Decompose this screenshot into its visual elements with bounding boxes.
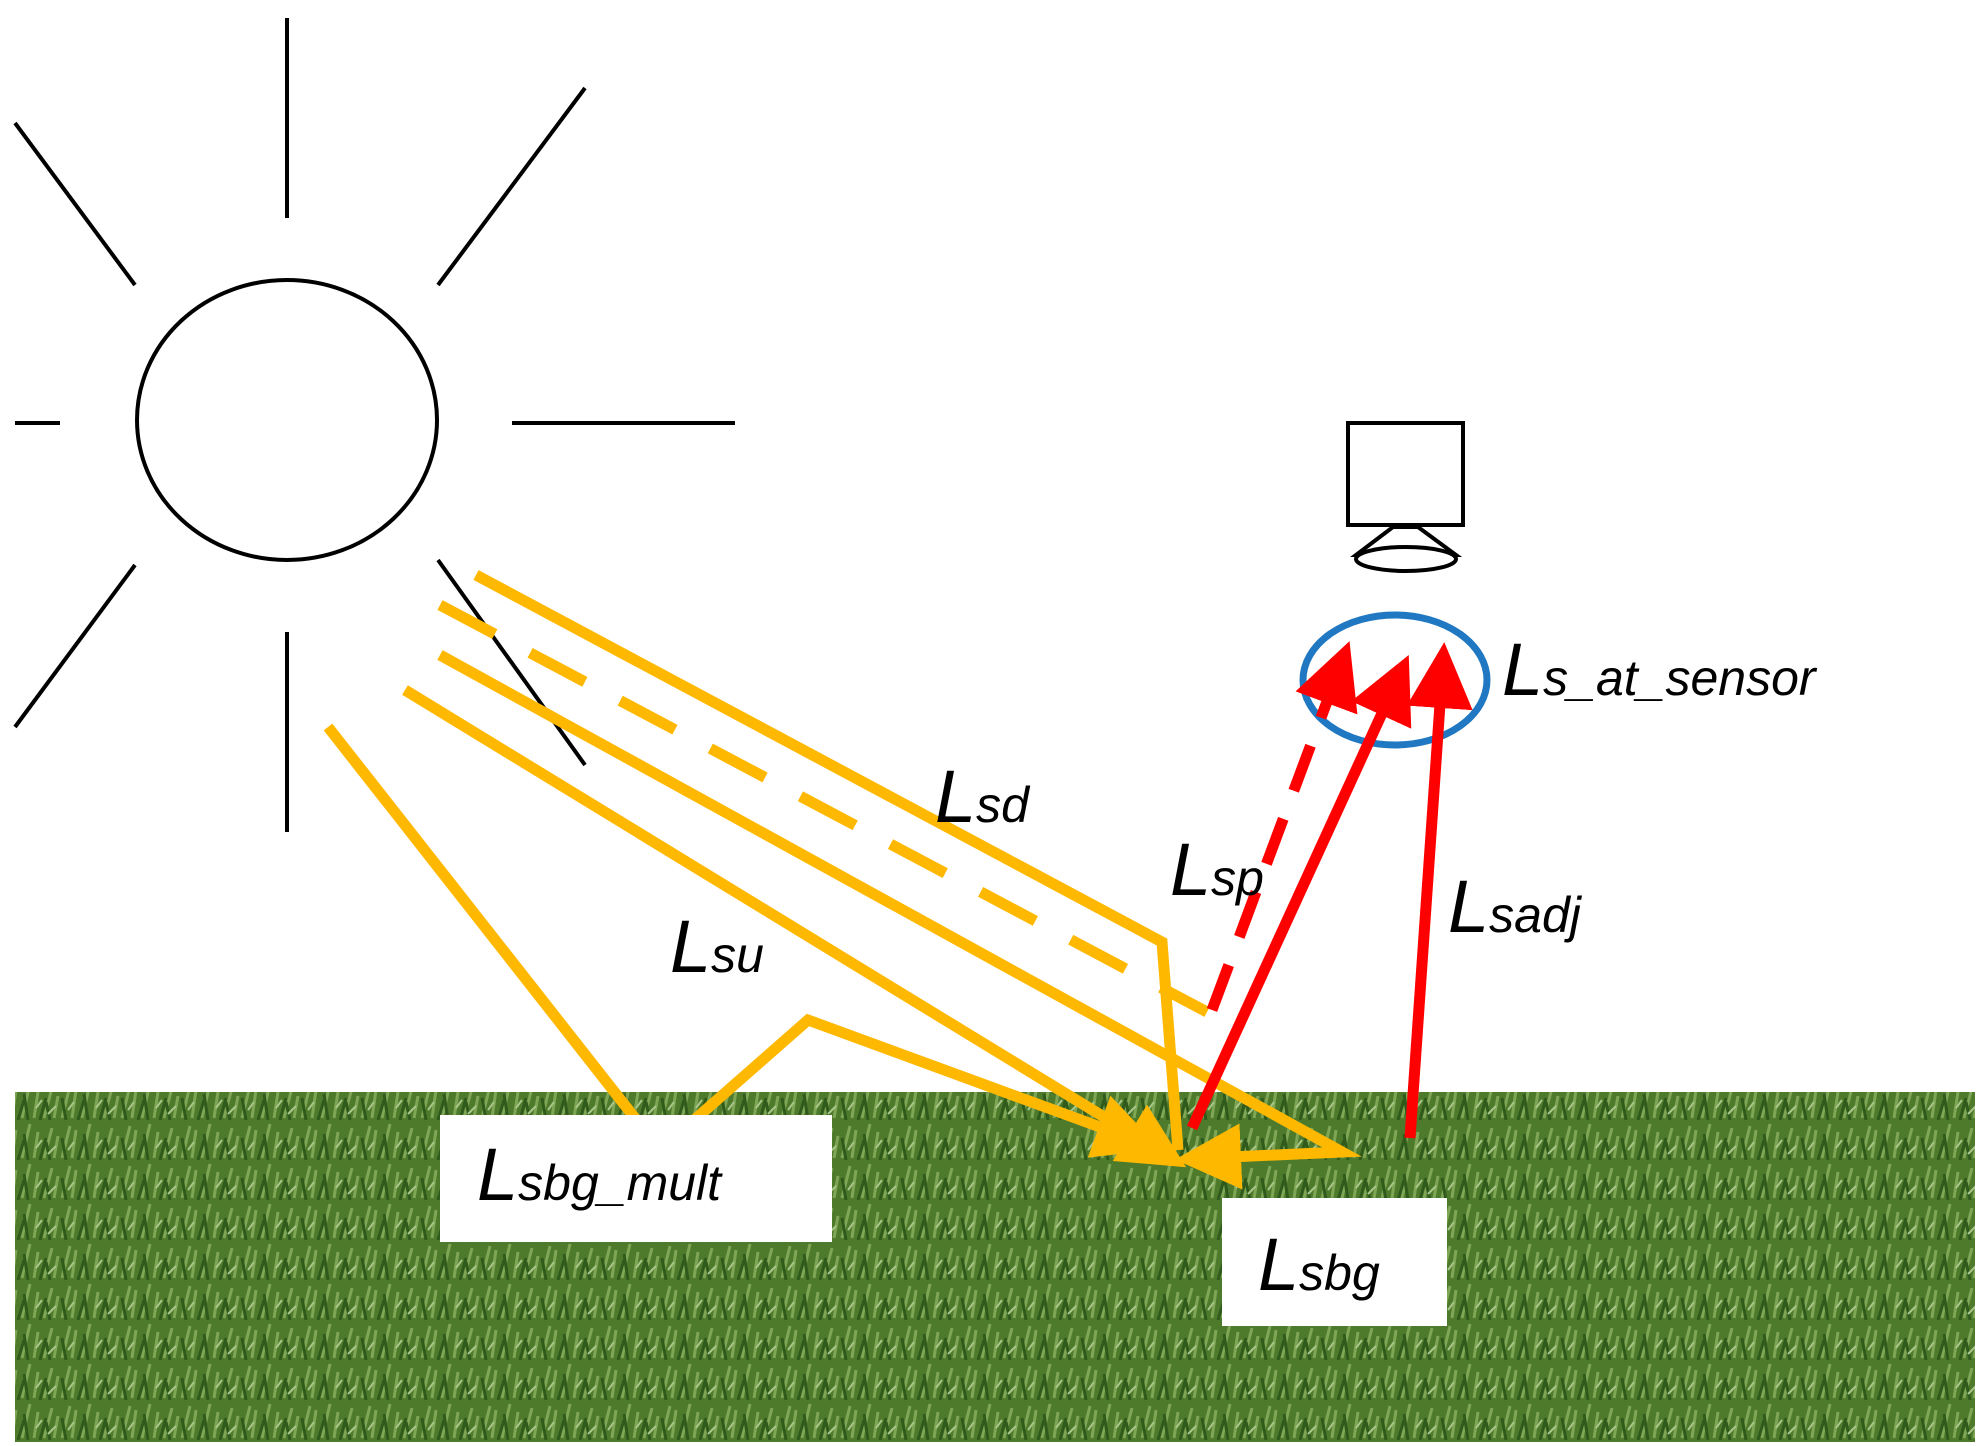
path-sbg-mult (323, 723, 1161, 1158)
ground-surface (15, 1092, 1975, 1442)
path-sbg-red (1186, 654, 1412, 1131)
sensor-icon (1346, 421, 1465, 573)
path-sd (473, 570, 1184, 1151)
path-sp-red-dashed (1206, 641, 1358, 1012)
sun-icon (13, 18, 735, 832)
label-sadj: Lsadj (1448, 865, 1583, 948)
label-s-at-sensor: Ls_at_sensor (1502, 628, 1818, 711)
path-su (402, 685, 1187, 1168)
label-su: Lsu (670, 905, 764, 988)
path-sbg (437, 650, 1362, 1190)
label-sd: Lsd (935, 755, 1031, 838)
label-sbg-mult: Lsbg_mult (477, 1133, 723, 1216)
label-sbg: Lsbg (1258, 1223, 1380, 1306)
solar-paths (323, 570, 1362, 1190)
path-sadj-red (1404, 642, 1473, 1139)
sensor-paths (1186, 641, 1473, 1139)
path-sp-dashed (437, 600, 1210, 1017)
label-sp: Lsp (1170, 828, 1264, 911)
sbg-mult-label-box (440, 1115, 832, 1242)
sbg-label-box (1222, 1198, 1447, 1326)
